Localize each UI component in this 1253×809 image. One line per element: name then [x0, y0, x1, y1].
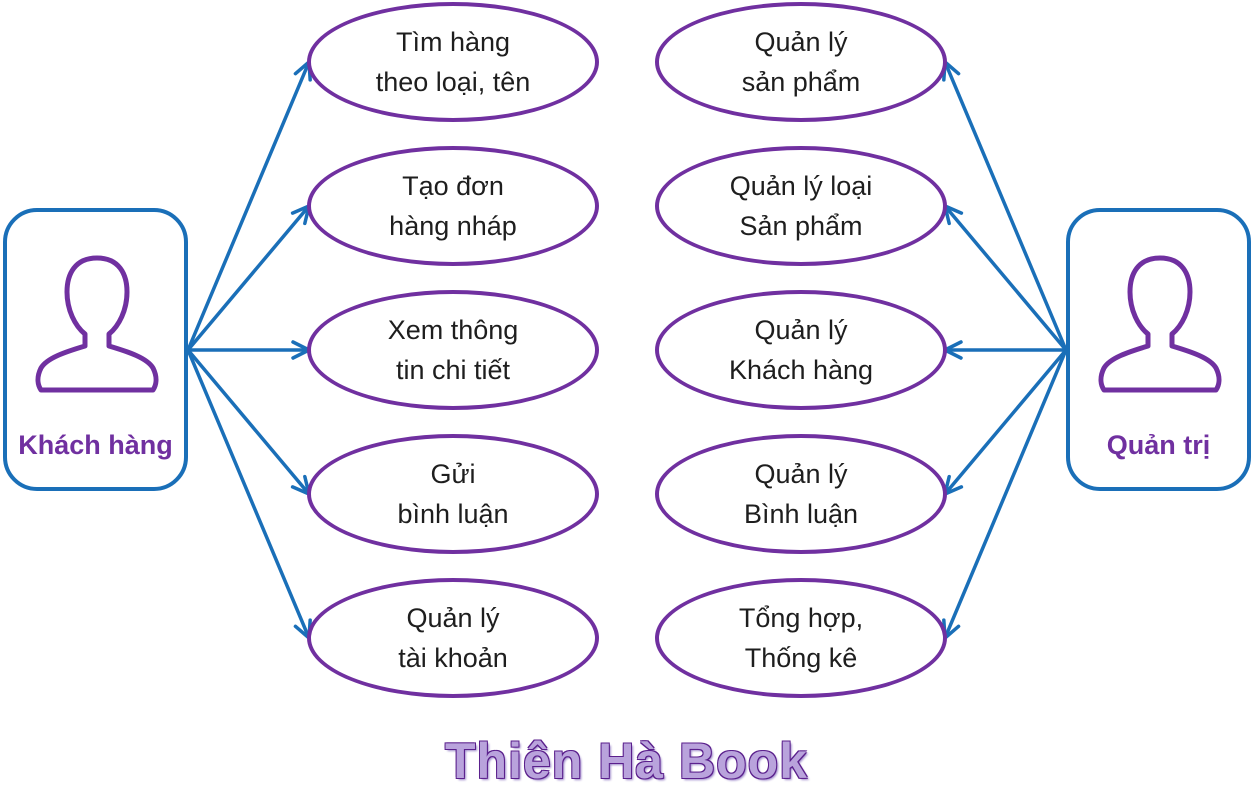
user-icon — [35, 255, 159, 393]
arrow-customer-to-usecase — [186, 60, 312, 351]
usecase-label: theo loại, tên — [375, 67, 531, 97]
usecase-manage-customers[interactable]: Quản lý Khách hàng — [655, 290, 947, 410]
usecase-create-draft-order[interactable]: Tạo đơn hàng nháp — [307, 146, 599, 266]
usecase-label: Tổng hợp, — [738, 603, 864, 633]
usecase-post-comment[interactable]: Gửi bình luận — [307, 434, 599, 554]
usecase-manage-comments[interactable]: Quản lý Bình luận — [655, 434, 947, 554]
arrow-admin-to-usecase — [942, 60, 1068, 351]
actor-admin[interactable]: Quản trị — [1066, 208, 1251, 491]
diagram-title: Thiên Hà Book — [444, 733, 809, 789]
arrow-admin-to-usecase — [943, 204, 1068, 352]
association-arrows — [186, 60, 1068, 640]
usecase-summary-statistics[interactable]: Tổng hợp, Thống kê — [655, 578, 947, 698]
usecase-label: Xem thông — [387, 315, 519, 345]
usecase-label: sản phẩm — [741, 67, 861, 97]
usecase-label: Quản lý — [754, 27, 848, 57]
actor-customer[interactable]: Khách hàng — [3, 208, 188, 491]
user-icon — [1098, 255, 1222, 393]
usecase-label: Thống kê — [744, 643, 858, 673]
usecase-label: tin chi tiết — [395, 355, 511, 385]
actor-label: Khách hàng — [18, 430, 173, 460]
usecase-label: Gửi — [430, 459, 476, 489]
usecase-manage-account[interactable]: Quản lý tài khoản — [307, 578, 599, 698]
usecase-label: Bình luận — [743, 499, 859, 529]
arrow-admin-to-usecase — [942, 349, 1068, 640]
usecase-search-products[interactable]: Tìm hàng theo loại, tên — [307, 2, 599, 122]
usecase-label: bình luận — [397, 499, 509, 529]
arrow-customer-to-usecase — [186, 348, 311, 496]
arrow-customer-to-usecase — [186, 204, 311, 352]
usecase-label: Tạo đơn — [402, 171, 504, 201]
arrow-admin-to-usecase — [943, 348, 1068, 496]
usecase-label: Quản lý — [406, 603, 500, 633]
usecase-label: hàng nháp — [389, 211, 517, 241]
usecase-label: Quản lý loại — [729, 171, 873, 201]
usecase-label: Quản lý — [754, 459, 848, 489]
arrow-customer-to-usecase — [186, 349, 312, 640]
usecase-label: Tìm hàng — [395, 27, 511, 57]
usecase-view-details[interactable]: Xem thông tin chi tiết — [307, 290, 599, 410]
actor-label: Quản trị — [1106, 430, 1211, 460]
usecase-manage-products[interactable]: Quản lý sản phẩm — [655, 2, 947, 122]
usecase-label: Khách hàng — [728, 355, 874, 385]
usecase-label: Quản lý — [754, 315, 848, 345]
usecase-label: tài khoản — [398, 643, 508, 673]
usecase-label: Sản phẩm — [739, 211, 863, 241]
